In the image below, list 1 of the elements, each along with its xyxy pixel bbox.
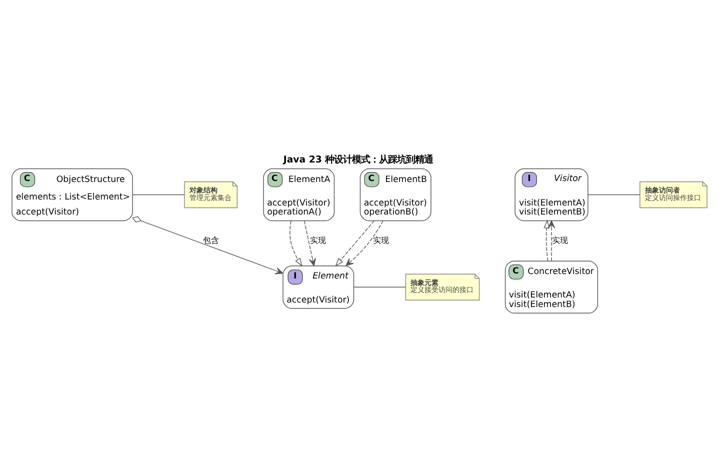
diagram-title: Java 23 种设计模式：从踩坑到精通 — [283, 154, 434, 166]
